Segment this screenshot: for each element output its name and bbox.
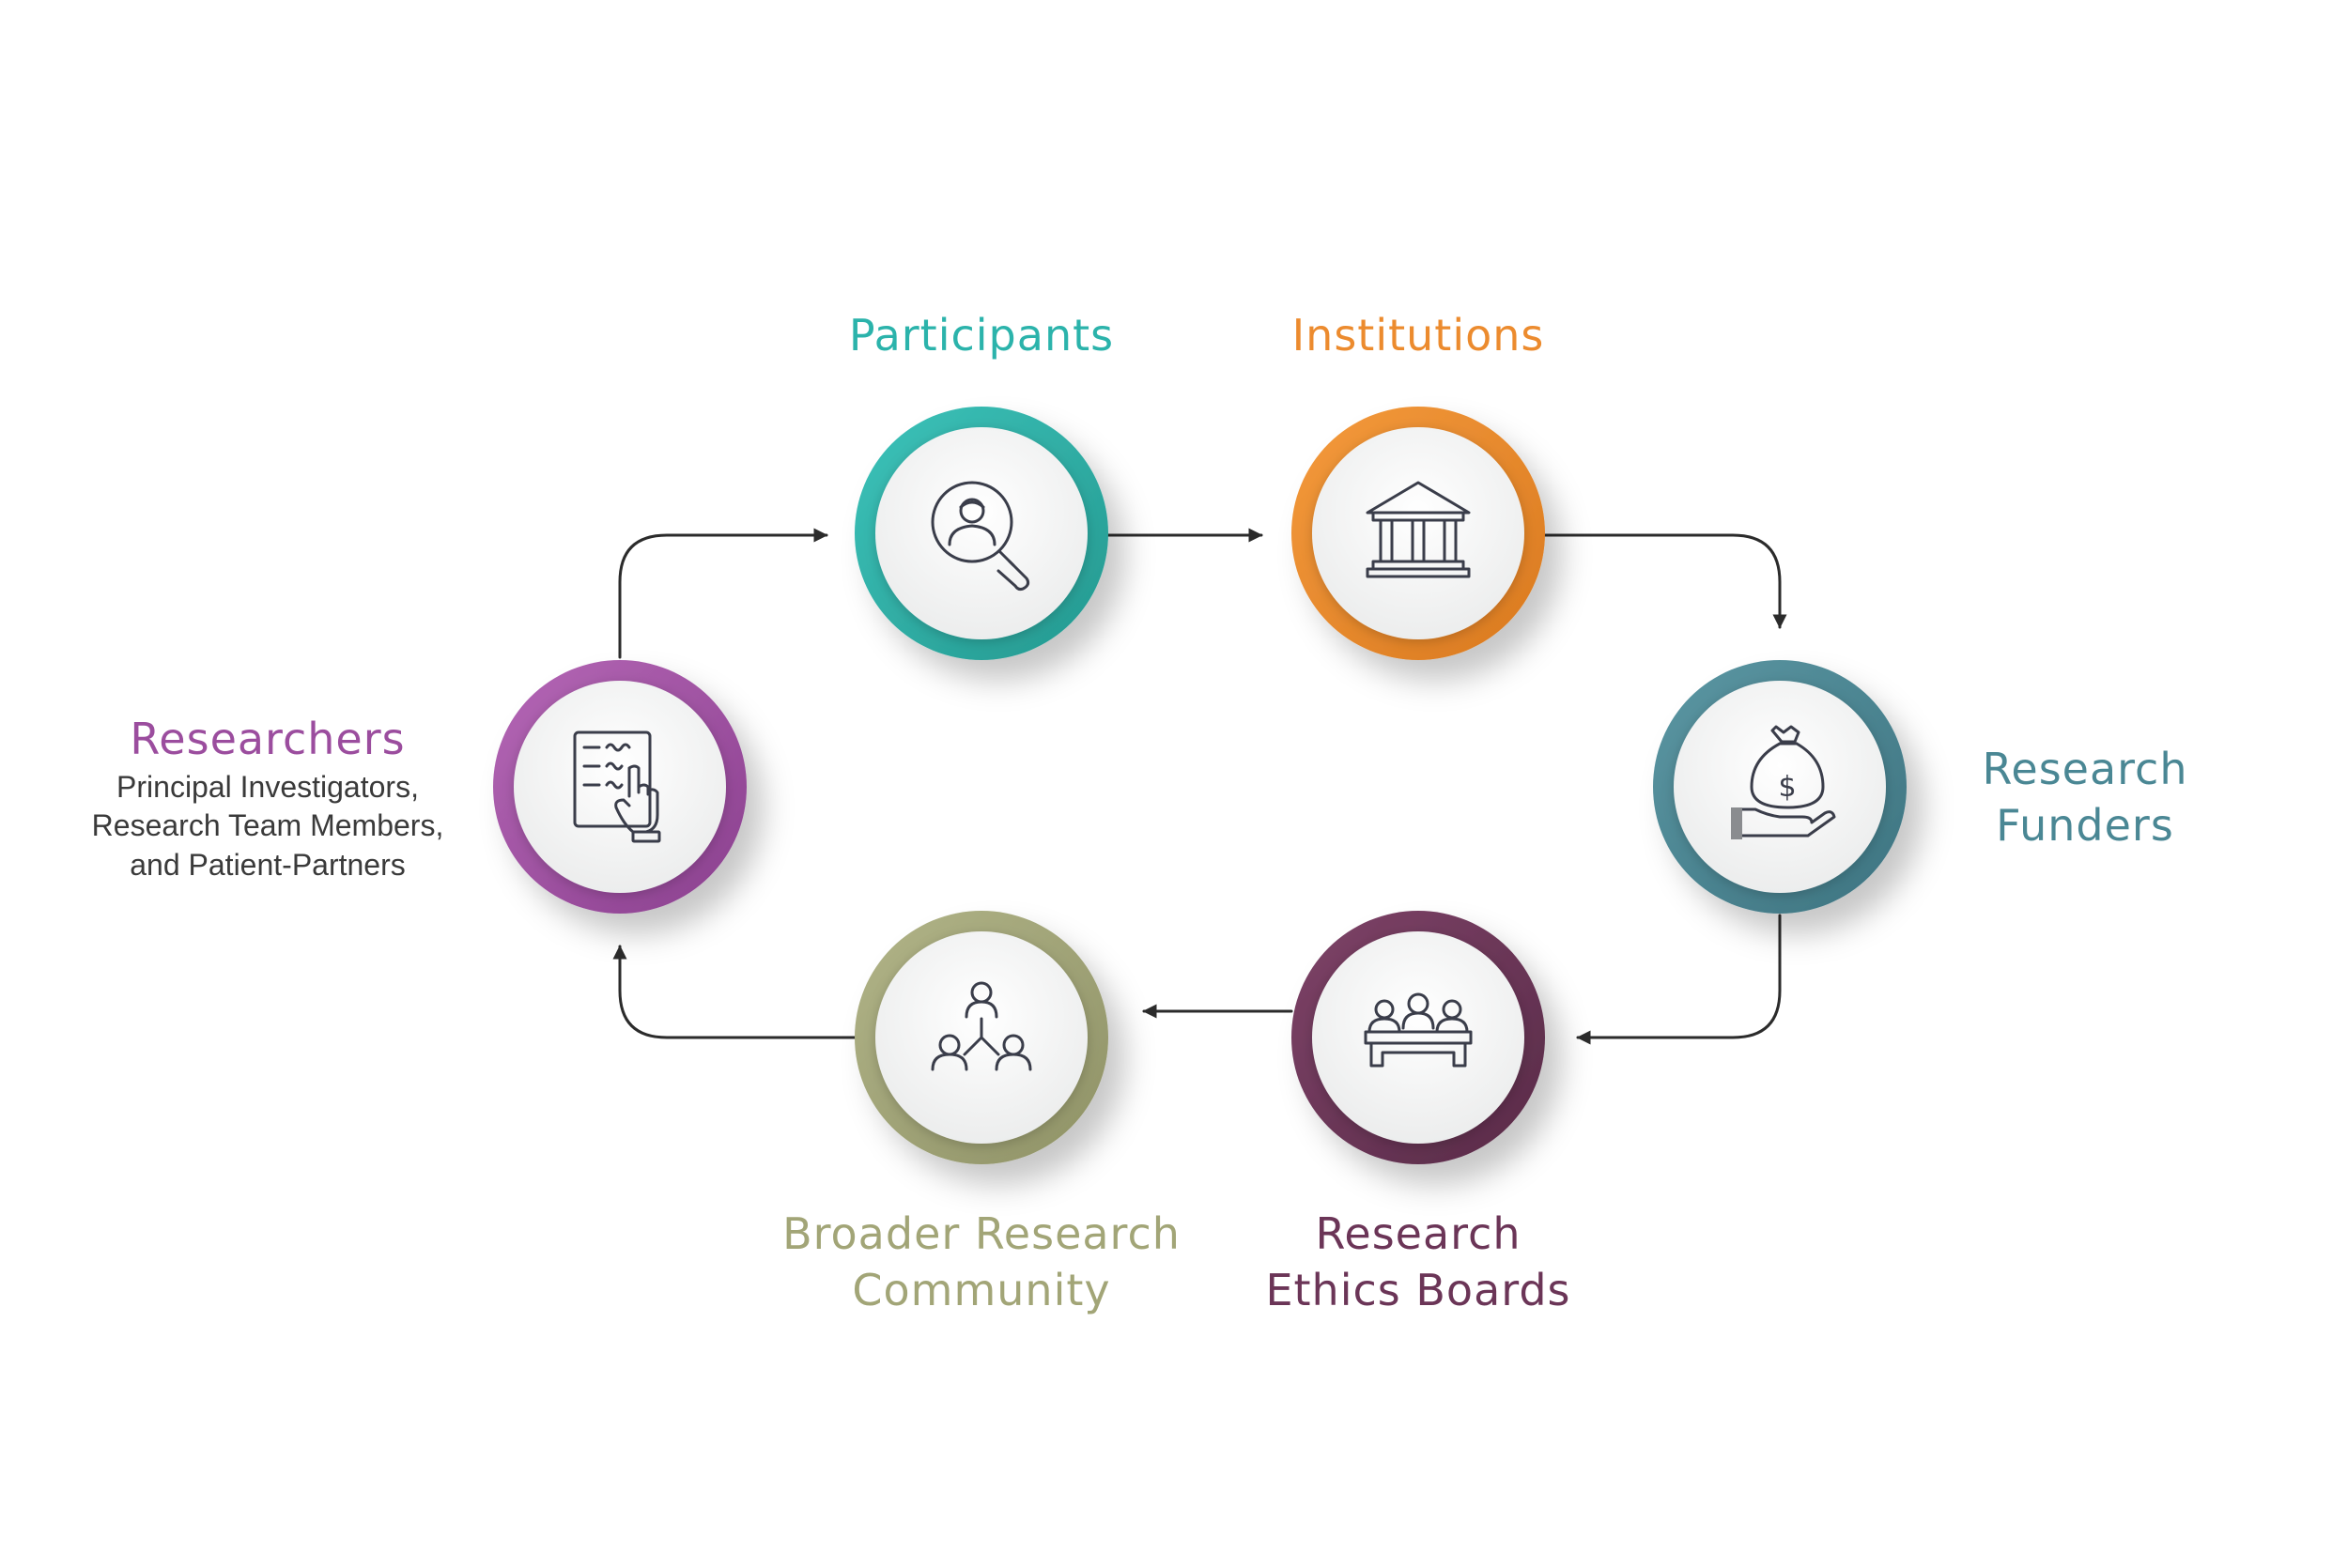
money-bag-hand-icon: $ (1740, 725, 1836, 838)
board-meeting-icon (1364, 992, 1473, 1068)
arrow-institutions-to-funders (1543, 533, 1787, 629)
participants-title: Participants (848, 310, 1115, 361)
ethics-title-line-1: Research (1315, 1208, 1522, 1259)
node-institutions (1291, 407, 1545, 660)
researchers-title: Researchers (130, 714, 406, 764)
arrow-funders-to-ethics (1576, 914, 1782, 1045)
label-ethics-boards: Research Ethics Boards (1202, 1207, 1634, 1319)
person-search-icon (931, 481, 1030, 592)
funders-title-line-1: Research (1982, 744, 2188, 794)
researchers-subtitle-line-2: Research Team Members, (91, 808, 444, 843)
arrow-researchers-to-participants (618, 528, 828, 659)
node-community (855, 911, 1108, 1164)
svg-text:$: $ (1778, 771, 1796, 804)
checklist-touch-icon (573, 730, 661, 843)
label-community: Broader Research Community (718, 1207, 1244, 1319)
community-title-line-1: Broader Research (782, 1208, 1181, 1259)
label-institutions: Institutions (1230, 308, 1606, 364)
arrow-community-to-researchers (612, 945, 861, 1039)
label-researchers: Researchers Principal Investigators, Res… (28, 712, 507, 885)
funders-title-line-2: Funders (1996, 799, 2174, 851)
team-hierarchy-icon (931, 981, 1032, 1071)
cuff-decoration (1731, 807, 1742, 839)
researchers-subtitle-line-1: Principal Investigators, (116, 769, 419, 804)
node-funders: $ (1653, 660, 1907, 914)
ethics-title-line-2: Ethics Boards (1265, 1264, 1571, 1315)
label-funders: Research Funders (1925, 742, 2245, 854)
community-title-line-2: Community (852, 1264, 1111, 1315)
institutions-title: Institutions (1291, 310, 1545, 361)
node-researchers (493, 660, 747, 914)
researchers-subtitle-line-3: and Patient-Partners (130, 847, 406, 882)
node-participants (855, 407, 1108, 660)
node-ethics-boards (1291, 911, 1545, 1164)
label-participants: Participants (794, 308, 1169, 364)
institution-building-icon (1366, 481, 1471, 578)
